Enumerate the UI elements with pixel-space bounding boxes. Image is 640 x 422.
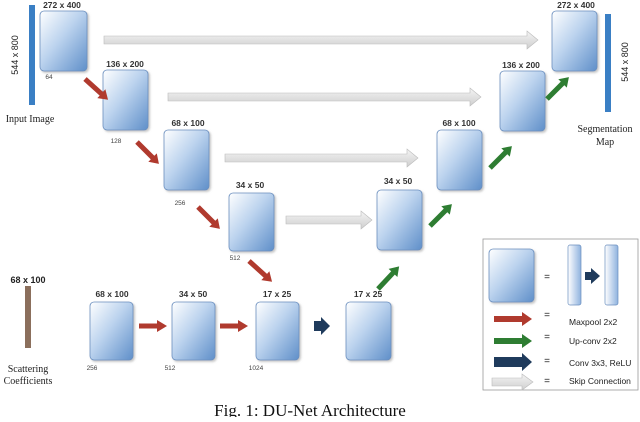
legend-upconv-icon [494, 334, 532, 348]
scattering-size-label: 68 x 100 [10, 275, 45, 285]
maxpool-arrow-2 [135, 140, 159, 164]
scatter-block-3 [255, 301, 300, 361]
maxpool-arrow-1 [83, 77, 109, 100]
legend-bar-left [567, 244, 582, 306]
skip-arrow-3 [224, 148, 419, 168]
segmentation-map-bar [605, 14, 611, 112]
figure-caption: Fig. 1: DU-Net Architecture [214, 401, 406, 417]
encoder-channels-3: 256 [175, 200, 186, 207]
encoder-block-2 [102, 69, 149, 131]
skip-arrow-1 [103, 30, 539, 50]
upconv-arrow-2 [428, 204, 452, 228]
scatter-channels-3: 1024 [249, 365, 264, 372]
encoder-channels-1: 64 [45, 74, 53, 81]
scatter-channels-2: 512 [165, 365, 176, 372]
decoder-dim-4: 136 x 200 [502, 60, 540, 70]
scatter-block-2 [171, 301, 216, 361]
skip-arrow-4 [285, 210, 373, 230]
legend-conv-label: Conv 3x3, ReLU [569, 358, 631, 368]
encoder-dim-4: 34 x 50 [236, 180, 265, 190]
encoder-block-1 [39, 10, 88, 72]
encoder-channels-2: 128 [111, 138, 122, 145]
skip-connections [103, 30, 539, 230]
scatter-dim-1: 68 x 100 [95, 289, 128, 299]
decoder-block-4 [499, 70, 546, 132]
legend-upconv-label: Up-conv 2x2 [569, 336, 617, 346]
input-image-label: Input Image [6, 114, 55, 125]
legend-conv-icon [494, 353, 532, 371]
legend-skip-label: Skip Connection [569, 376, 631, 386]
legend-equals-3: = [544, 332, 550, 343]
seg-map-label-line1: Segmentation [578, 124, 633, 135]
scatter-block-1 [89, 301, 134, 361]
decoder-dim-1: 17 x 25 [354, 289, 383, 299]
maxpool-arrow-4 [247, 259, 273, 282]
scatter-dim-3: 17 x 25 [263, 289, 292, 299]
decoder-dim-2: 34 x 50 [384, 176, 413, 186]
skip-arrow-2 [167, 87, 482, 107]
decoder-block-3 [436, 129, 483, 191]
encoder-block-4 [228, 192, 275, 252]
upconv-arrow-4 [545, 77, 569, 101]
input-size-label: 544 x 800 [10, 35, 20, 75]
scattering-path: 68 x 100 256 34 x 50 512 17 x 25 1024 [87, 289, 300, 372]
upconv-arrows [376, 77, 569, 291]
scattering-label-line2: Coefficients [4, 376, 53, 387]
encoder-dim-2: 136 x 200 [106, 59, 144, 69]
legend-equals-1: = [544, 272, 550, 283]
scatter-channels-1: 256 [87, 365, 98, 372]
seg-map-label-line2: Map [596, 137, 614, 148]
maxpool-arrow-6 [220, 320, 248, 332]
decoder-path: 17 x 25 34 x 50 68 x 100 136 x 200 272 x… [345, 0, 598, 361]
seg-size-label: 544 x 800 [620, 42, 630, 82]
legend-block [488, 248, 535, 303]
decoder-block-5 [551, 10, 598, 72]
legend: = = Maxpool 2x2 = Up-conv 2x2 = Conv 3x3… [482, 238, 639, 391]
legend-equals-4: = [544, 356, 550, 367]
maxpool-arrows [83, 77, 273, 332]
decoder-block-1 [345, 301, 392, 361]
scattering-label-line1: Scattering [8, 364, 49, 375]
decoder-block-2 [376, 189, 423, 251]
encoder-block-3 [163, 129, 210, 191]
legend-bar-right [604, 244, 619, 306]
legend-equals-2: = [544, 310, 550, 321]
decoder-dim-3: 68 x 100 [442, 118, 475, 128]
encoder-dim-3: 68 x 100 [171, 118, 204, 128]
scattering-bar [25, 286, 31, 348]
conv-arrow [314, 317, 330, 335]
scatter-dim-2: 34 x 50 [179, 289, 208, 299]
maxpool-arrow-5 [139, 320, 167, 332]
legend-maxpool-label: Maxpool 2x2 [569, 317, 617, 327]
input-image-bar [29, 5, 35, 105]
decoder-dim-5: 272 x 400 [557, 0, 595, 10]
upconv-arrow-1 [376, 266, 400, 291]
legend-maxpool-icon [494, 312, 532, 326]
legend-equals-5: = [544, 376, 550, 387]
upconv-arrow-3 [488, 146, 512, 170]
legend-skip-icon [491, 373, 534, 391]
maxpool-arrow-3 [196, 205, 220, 229]
legend-inner-conv-icon [585, 268, 600, 284]
encoder-dim-1: 272 x 400 [43, 0, 81, 10]
encoder-channels-4: 512 [230, 255, 241, 262]
encoder-path: 272 x 400 64 136 x 200 128 68 x 100 256 … [39, 0, 275, 262]
